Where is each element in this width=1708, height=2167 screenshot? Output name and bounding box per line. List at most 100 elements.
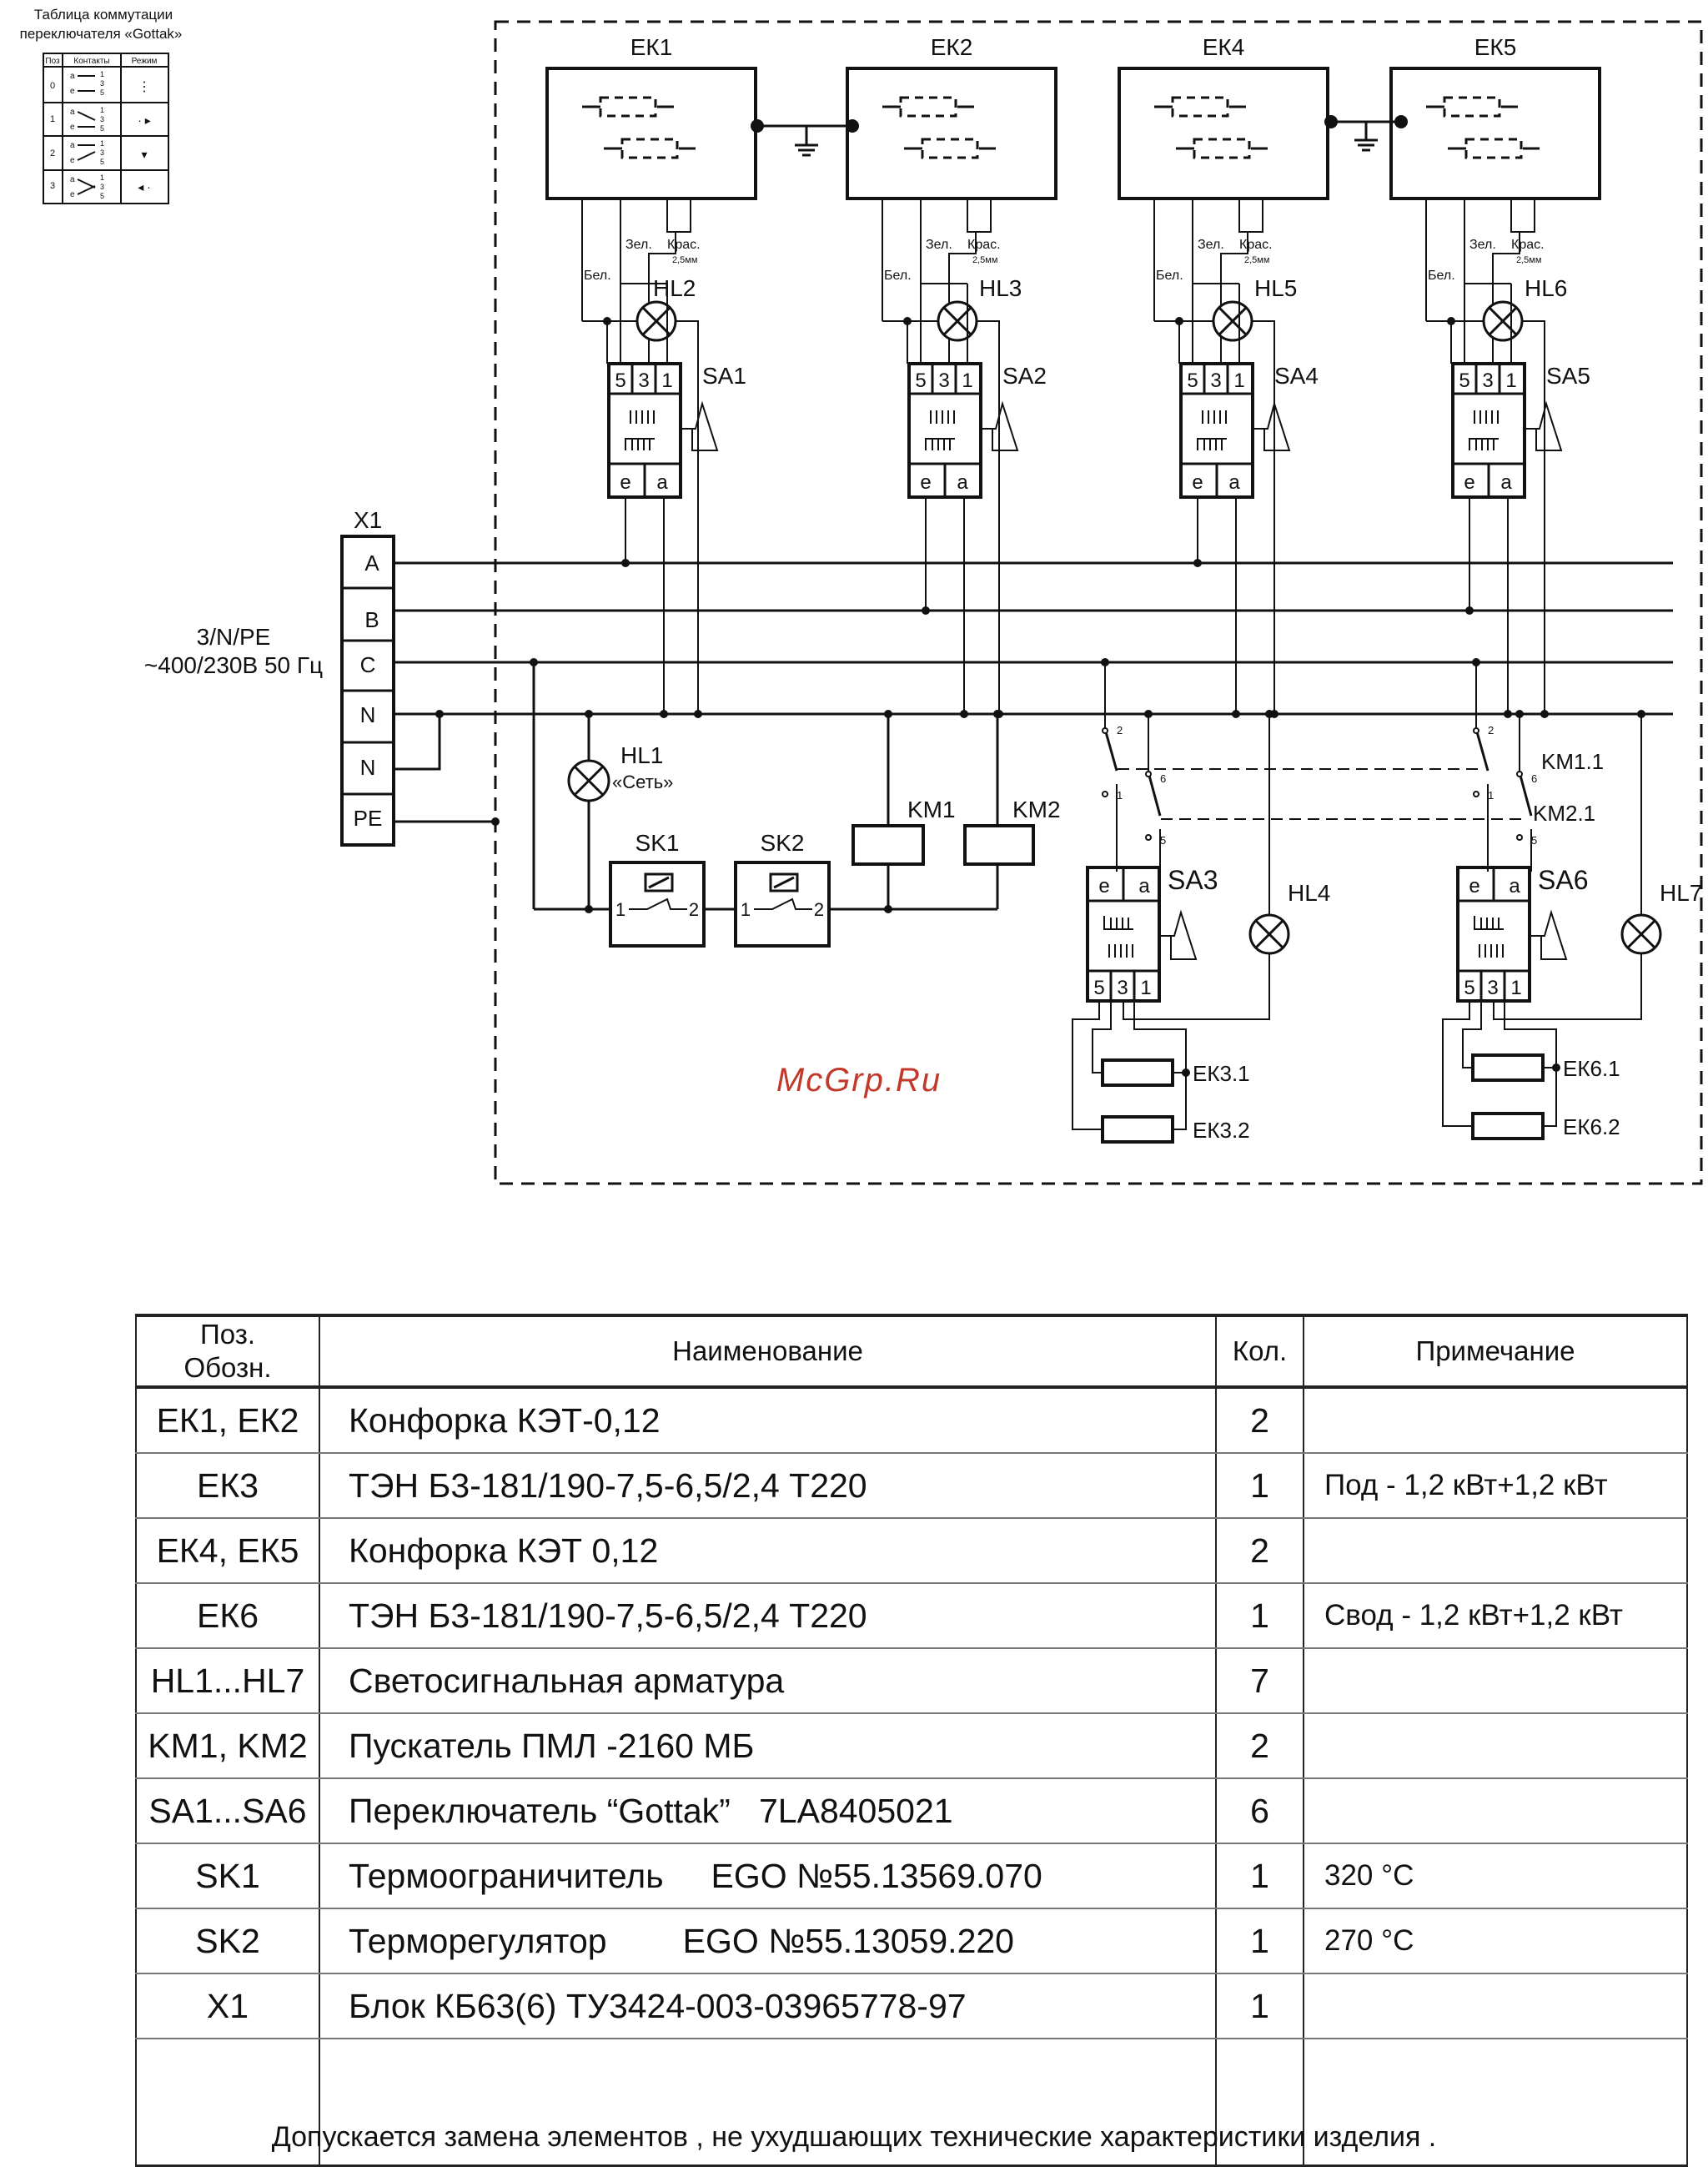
wire-label-white-4: Бел.	[1428, 269, 1455, 283]
oven-switch-terminal-top-2-1: a	[1509, 875, 1520, 897]
switch-terminal-top-2-2: 1	[962, 370, 972, 392]
table-row	[135, 2039, 1688, 2167]
legend-row-0: 0	[50, 81, 55, 91]
switch-terminal-bottom-2-1: a	[957, 471, 968, 494]
legend-header-pos: Поз	[45, 57, 60, 66]
thermostat-pin1-1: 1	[615, 899, 625, 920]
switch-terminal-top-1-2: 1	[661, 370, 672, 392]
contactor-km1-coil	[851, 824, 925, 866]
mains-lamp-sublabel: «Сеть»	[612, 772, 673, 792]
heater-label-1-1: ЕК3.1	[1193, 1061, 1250, 1086]
legend-contact-a-1: a	[70, 108, 75, 117]
switch-terminal-bottom-2-0: e	[920, 471, 931, 494]
switch-label-4: SA5	[1546, 363, 1590, 389]
contact-pin-d-1: 5	[1160, 834, 1166, 847]
pilot-lamp-2	[937, 300, 978, 342]
wire-label-green-1: Зел.	[625, 238, 652, 252]
mains-lamp-label: HL1	[620, 742, 663, 768]
legend-mode-0-icon: ⋮	[138, 80, 151, 94]
wire-label-gauge-1: 2,5мм	[672, 255, 697, 265]
oven-switch-terminal-bottom-1-2: 1	[1140, 977, 1151, 999]
table-cell-name: Переключатель “Gottak” 7LA8405021	[319, 1778, 1217, 1844]
wire-label-white-2: Бел.	[884, 269, 912, 283]
heater-label-2-1: ЕК6.1	[1563, 1056, 1620, 1081]
switch-terminal-bottom-3-1: a	[1228, 471, 1240, 494]
table-cell-qty: 2	[1215, 1713, 1304, 1779]
legend-row-3: 3	[50, 181, 55, 191]
switch-terminal-top-4-1: 3	[1482, 370, 1493, 392]
legend-contact-num-0-2: 5	[100, 88, 104, 97]
legend-mode-1-icon: · ▸	[138, 113, 151, 127]
specification-table: Поз.Обозн. Наименование Кол. Примечание …	[135, 1314, 1688, 2167]
footnote: Допускается замена элементов , не ухудша…	[271, 2121, 1437, 2153]
table-cell-name: ТЭН Б3-181/190-7,5-6,5/2,4 Т220	[319, 1583, 1217, 1649]
switch-legend: Таблица коммутации переключателя «Gottak…	[20, 7, 183, 204]
table-cell-name: Терморегулятор EGO №55.13059.220	[319, 1908, 1217, 1974]
legend-contact-e-1: e	[70, 123, 75, 132]
table-cell-pos: SK1	[135, 1843, 320, 1909]
switch-terminal-top-2-1: 3	[938, 370, 949, 392]
legend-row-2: 2	[50, 148, 55, 158]
legend-contact-num-3-1: 3	[100, 183, 104, 191]
burner-hotplate-3	[1118, 67, 1329, 200]
table-cell-note: Под - 1,2 кВт+1,2 кВт	[1303, 1453, 1688, 1519]
legend-contact-num-0-0: 1	[100, 70, 104, 78]
terminal-a: A	[364, 551, 379, 576]
wire-label-red-1: Крас.	[667, 238, 701, 252]
oven-switch-terminal-bottom-2-2: 1	[1510, 977, 1521, 999]
oven-lamp-label-2: HL7	[1660, 880, 1702, 906]
legend-contact-num-3-0: 1	[100, 173, 104, 182]
switch-terminal-top-1-0: 5	[615, 370, 625, 392]
legend-row-1: 1	[50, 114, 55, 124]
wire-label-green-2: Зел.	[926, 238, 952, 252]
burner-label-3: ЕК4	[1203, 34, 1245, 60]
switch-label-1: SA1	[702, 363, 746, 389]
table-cell-qty: 2	[1215, 1387, 1304, 1454]
thermostat-label-2: SK2	[761, 830, 805, 856]
contactor-km2-coil	[963, 824, 1035, 866]
legend-mode-2-icon: ▾	[141, 148, 147, 161]
table-cell-note	[1303, 1387, 1688, 1454]
table-cell-pos: ЕК3	[135, 1453, 320, 1519]
table-cell-pos: X1	[135, 1973, 320, 2039]
contact-pin-a-1: 2	[1117, 724, 1123, 737]
oven-lamp-1	[1248, 913, 1290, 955]
table-cell-pos: SK2	[135, 1908, 320, 1974]
table-cell-note	[1303, 1713, 1688, 1779]
switch-terminal-bottom-1-1: a	[656, 471, 668, 494]
contact-pin-c-2: 6	[1531, 772, 1537, 785]
contactor-km1-label: KM1	[907, 797, 956, 822]
legend-title-line2: переключателя «Gottak»	[20, 26, 183, 42]
legend-contact-e-0: e	[70, 87, 75, 96]
table-cell-qty	[1215, 2039, 1304, 2167]
header-pos: Поз.Обозн.	[135, 1314, 320, 1389]
legend-contact-a-0: a	[70, 72, 75, 81]
table-cell-qty: 1	[1215, 1453, 1304, 1519]
legend-contact-e-2: e	[70, 156, 75, 165]
legend-contact-e-3: e	[70, 190, 75, 199]
heater-1-1	[1101, 1058, 1174, 1087]
legend-contact-num-2-2: 5	[100, 158, 104, 166]
oven-switch-terminal-bottom-2-1: 3	[1487, 977, 1498, 999]
heater-2-1	[1471, 1053, 1545, 1082]
legend-contact-num-2-1: 3	[100, 148, 104, 157]
contact-group-label-km2: KM2.1	[1533, 801, 1595, 826]
oven-switch-terminal-top-1-1: a	[1138, 875, 1150, 897]
heater-1-2	[1101, 1115, 1174, 1144]
mains-lamp-hl1: HL1 «Сеть»	[530, 658, 673, 913]
legend-contact-num-1-1: 3	[100, 115, 104, 123]
switch-terminal-top-3-2: 1	[1233, 370, 1244, 392]
contact-pin-c-1: 6	[1160, 772, 1166, 785]
